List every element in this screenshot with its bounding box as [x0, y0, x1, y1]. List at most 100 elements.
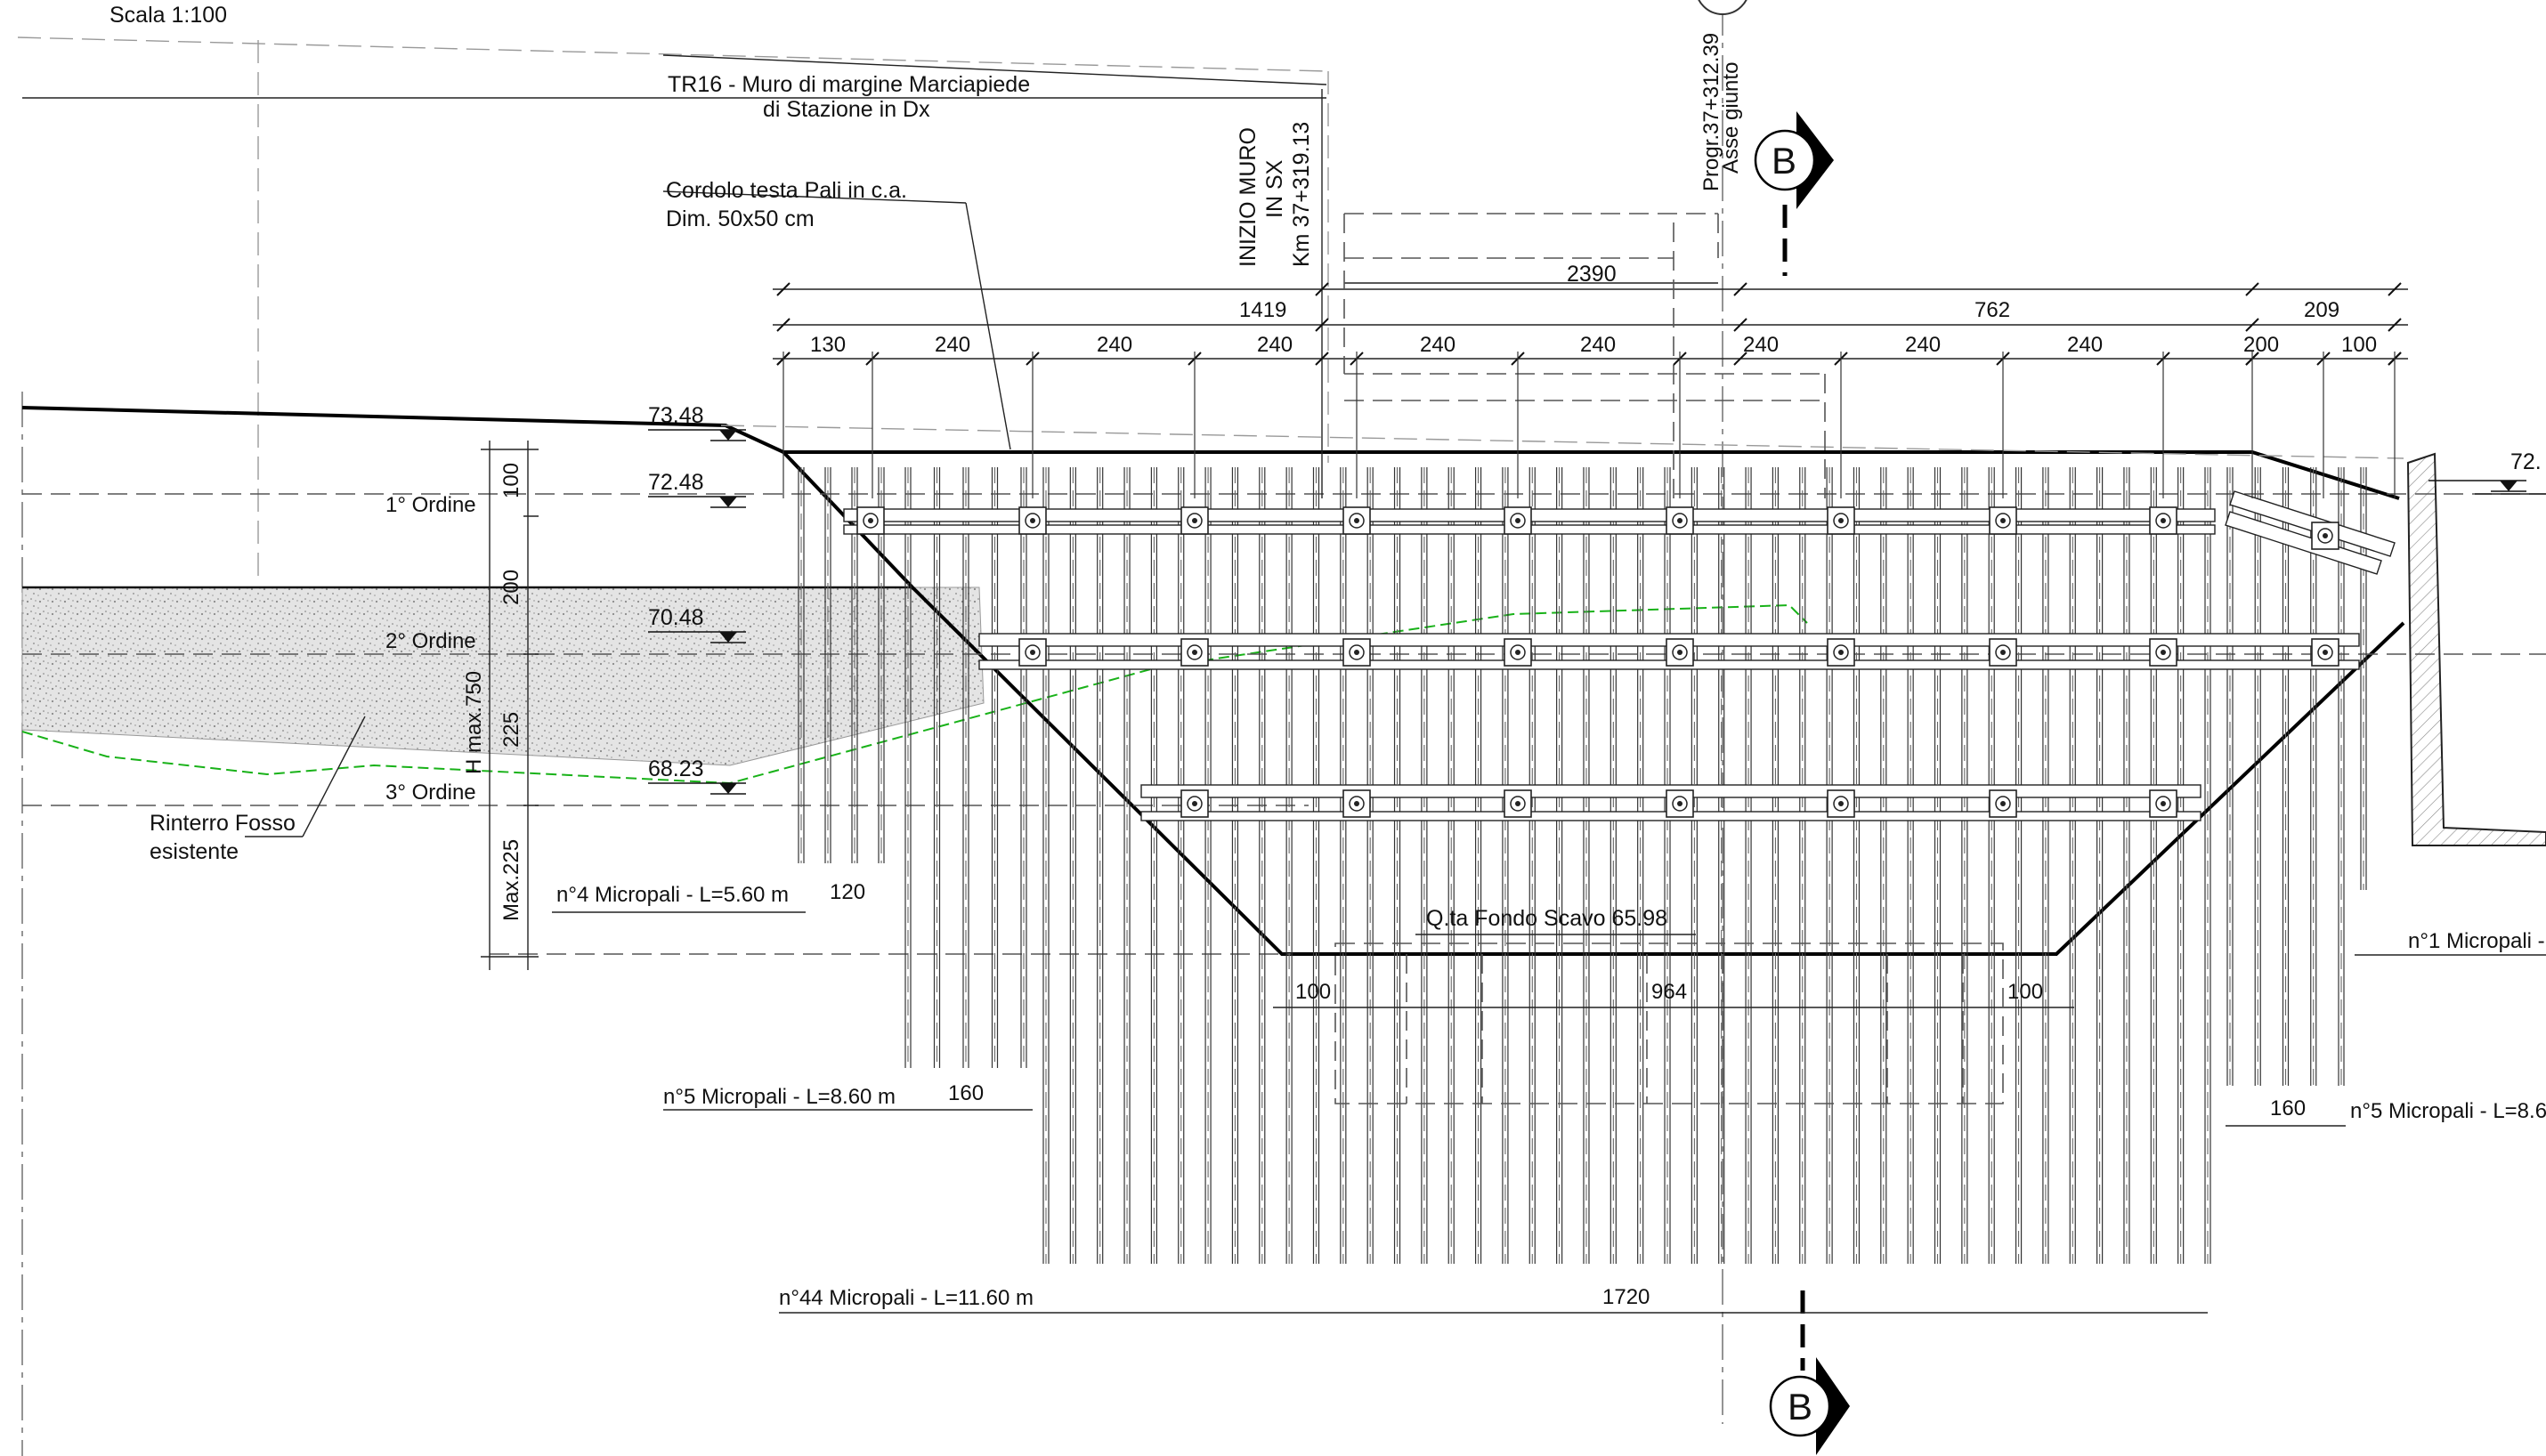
section-letter-bottom: B	[1788, 1386, 1812, 1428]
micropiles-b-spacing: 160	[948, 1081, 984, 1105]
vdim-hmax: H max.750	[462, 671, 486, 774]
bottom-dim-mid: 964	[1651, 980, 1687, 1004]
anchor-plate	[1342, 506, 1371, 535]
anchor-plate	[1342, 789, 1371, 818]
bottom-dim-right: 100	[2007, 980, 2043, 1004]
anchor-core	[2161, 801, 2166, 806]
dimension-tick	[2388, 318, 2402, 332]
start-wall-line2: IN SX	[1262, 159, 1287, 218]
spacing-dim: 130	[810, 333, 846, 357]
elevation-triangle	[2500, 481, 2518, 491]
cordolo-label-line2: Dim. 50x50 cm	[666, 206, 815, 231]
spacing-dim: 240	[1257, 333, 1293, 357]
anchor-core	[1515, 801, 1520, 806]
waling-beam-corner	[2225, 490, 2396, 575]
anchor-core	[2000, 801, 2006, 806]
anchor-core	[1192, 650, 1197, 655]
anchor-core	[2000, 518, 2006, 523]
micropiles-group-b: n°5 Micropali - L=8.60 m	[663, 1085, 896, 1109]
micropiles-group-c: n°44 Micropali - L=11.60 m	[779, 1286, 1034, 1310]
dim-1419: 1419	[1239, 298, 1286, 322]
excavation-bottom-label: Q.ta Fondo Scavo 65.98	[1426, 906, 1667, 931]
elevation-triangle	[719, 783, 737, 794]
elevation-70-48: 70.48	[648, 605, 704, 630]
spacing-dim: 100	[2341, 333, 2377, 357]
vdim-225: 225	[499, 712, 523, 748]
level-lines	[22, 493, 2546, 955]
anchor-core	[1354, 801, 1359, 806]
anchor-core	[1677, 518, 1682, 523]
anchor-plate	[1827, 789, 1855, 818]
anchor-core	[2323, 533, 2328, 538]
background-lines	[17, 0, 1723, 1456]
anchor-core	[1354, 650, 1359, 655]
vertical-dimension-lines	[481, 441, 539, 970]
anchor-core	[1515, 518, 1520, 523]
elevation-triangle	[719, 632, 737, 643]
anchor-core	[2323, 650, 2328, 655]
anchor-core	[2161, 518, 2166, 523]
micropiles-e-spacing: 160	[2270, 1096, 2306, 1120]
start-wall-km: Km 37+319.13	[1289, 122, 1314, 267]
vdim-max225: Max.225	[499, 839, 523, 921]
spacing-dim: 240	[2067, 333, 2103, 357]
anchor-core	[1192, 518, 1197, 523]
rinterro-label-line2: esistente	[150, 839, 239, 864]
dimension-tick	[1733, 282, 1747, 296]
order-2-label: 2° Ordine	[385, 629, 476, 653]
dim-209: 209	[2304, 298, 2339, 322]
wall-title-line1: TR16 - Muro di margine Marciapiede	[668, 72, 1030, 97]
leader-lines	[245, 54, 2546, 1314]
anchor-core	[1838, 518, 1844, 523]
anchor-core	[1677, 801, 1682, 806]
section-line-b	[1782, 205, 1805, 1371]
anchor-core	[2000, 650, 2006, 655]
micropiles-group-d: n°1 Micropali -	[2408, 929, 2545, 953]
anchor-plate	[2149, 638, 2177, 667]
elevation-triangle	[719, 430, 737, 441]
section-marker-top	[1754, 111, 1834, 209]
anchor-core	[1030, 518, 1035, 523]
dimension-ticks	[776, 282, 2402, 498]
spacing-dim: 240	[1905, 333, 1941, 357]
dimension-tick	[1733, 352, 1747, 366]
vdim-200: 200	[499, 570, 523, 605]
grid-bubble	[1698, 0, 1747, 15]
top-spacing-dims: 130 240 240 240 240 240 240 240 240 200 …	[810, 333, 2377, 357]
elevation-73-48: 73.48	[648, 403, 704, 428]
dimension-tick	[776, 318, 791, 332]
elevation-triangle	[719, 497, 737, 507]
progressive-label: Progr.37+312.39	[1699, 33, 1723, 191]
anchor-core	[1354, 518, 1359, 523]
dim-762: 762	[1974, 298, 2010, 322]
section-letter-top: B	[1772, 140, 1796, 182]
anchor-core	[868, 518, 873, 523]
section-marker-bottom	[1769, 1357, 1850, 1455]
anchor-core	[1515, 650, 1520, 655]
top-dimension-lines	[773, 89, 2408, 498]
dimension-tick	[2245, 282, 2259, 296]
wall-title-line2: di Stazione in Dx	[763, 97, 930, 122]
elevation-right: 72.	[2510, 449, 2542, 474]
micropiles-group-a: n°4 Micropali - L=5.60 m	[556, 883, 789, 907]
dimension-tick	[776, 282, 791, 296]
dim-2390: 2390	[1567, 262, 1617, 287]
dimension-tick	[2388, 282, 2402, 296]
anchor-core	[2161, 650, 2166, 655]
micropiles-a-spacing: 120	[830, 880, 865, 904]
rinterro-label-line1: Rinterro Fosso	[150, 811, 296, 836]
tieback-anchors	[856, 506, 2339, 818]
anchor-core	[1030, 650, 1035, 655]
micropiles-group	[798, 467, 2367, 1264]
anchor-core	[1677, 650, 1682, 655]
dimension-tick	[1315, 318, 1329, 332]
elevation-68-23: 68.23	[648, 756, 704, 781]
dimension-tick	[1733, 318, 1747, 332]
spacing-dim: 240	[1420, 333, 1455, 357]
dimension-tick	[1315, 352, 1329, 366]
foundation-dashes	[1334, 942, 2004, 1104]
spacing-dim: 240	[1097, 333, 1132, 357]
excavation-outline	[782, 450, 2405, 956]
elevation-72-48: 72.48	[648, 470, 704, 495]
